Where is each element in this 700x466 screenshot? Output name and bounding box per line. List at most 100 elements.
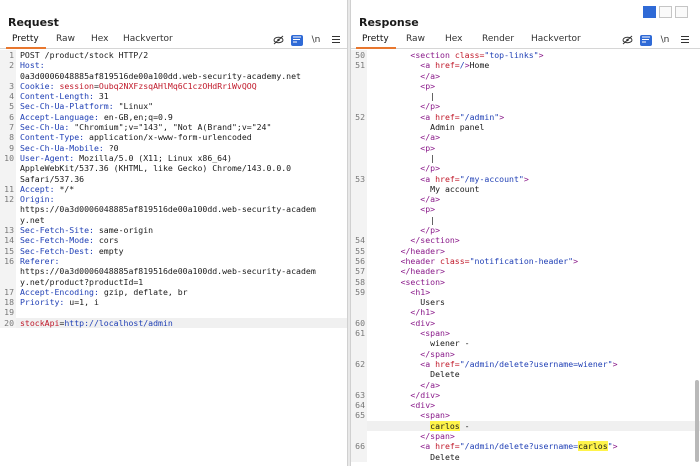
code-token: y.net/product?productId=1 [20,276,144,287]
line-number: 18 [0,297,16,308]
line-number [351,122,367,133]
response-tab-pretty[interactable]: Pretty [362,34,389,44]
line-content: Origin: [20,194,55,204]
line-number [351,307,367,318]
request-tab-pretty[interactable]: Pretty [12,34,39,44]
line-content: <section> [371,277,445,287]
line-number: 19 [0,307,16,318]
code-token: 0a3d0006048885af819516de00a100dd.web-sec… [20,70,301,81]
line-content: Cookie: session=Oubq2NXFzsqAHlMq6C1czOHd… [20,81,257,91]
line-number: 15 [0,245,16,256]
code-line: 60 <div> [351,317,700,329]
wrap-icon[interactable] [640,35,652,46]
code-line: </a> [351,132,700,143]
line-number [351,369,367,380]
code-token: gzip, deflate, br [103,286,188,297]
line-content: <section class="top-links"> [371,50,543,60]
line-number: 66 [351,441,367,452]
code-token: same-origin [98,225,154,236]
code-line: 16 Referer: [0,255,347,267]
line-number [0,163,16,174]
line-content: 0a3d0006048885af819516de00a100dd.web-sec… [20,71,301,81]
code-token: <p> [371,80,436,91]
code-token: class= [440,255,470,266]
line-content: y.net [20,215,45,225]
wrap-icon[interactable] [291,35,303,46]
line-number: 62 [351,358,367,370]
code-token: <a [371,60,436,71]
request-tab-hex[interactable]: Hex [91,34,109,44]
request-tab-raw[interactable]: Raw [56,34,75,44]
line-number: 65 [351,410,367,421]
line-number: 13 [0,225,16,236]
response-tab-raw[interactable]: Raw [406,34,425,44]
code-line: 58 <section> [351,276,700,287]
line-content: <div> [371,318,435,328]
menu-icon[interactable] [679,35,691,46]
code-token: "/admin/delete?username= [459,441,579,452]
code-token: Users [371,297,445,308]
code-token: <a [371,173,436,184]
line-content: <p> [371,143,435,153]
layout-side-by-side-button[interactable] [643,6,656,18]
line-content: Safari/537.36 [20,174,84,184]
code-line: <p> [351,80,700,92]
layout-stacked-button[interactable] [659,6,672,18]
line-number: 64 [351,400,367,411]
code-token: Referer: [20,255,60,266]
newline-icon[interactable]: \n [660,35,670,45]
code-token: */* [59,183,75,194]
line-number: 8 [0,132,16,143]
code-token: "Chromium";v="143", "Not A(Brand";v="24" [74,122,272,133]
code-token: "/admin/delete?username=wiener" [459,358,613,369]
code-line: https://0a3d0006048885af819516de00a100dd… [0,266,347,277]
line-number [0,70,16,81]
code-line: 52 <a href="/admin"> [351,111,700,123]
code-token: <span> [371,410,450,421]
line-number: 16 [0,255,16,267]
line-content: </a> [371,194,440,204]
line-content: https://0a3d0006048885af819516de00a100dd… [20,266,316,276]
menu-icon[interactable] [330,35,342,46]
eye-off-icon[interactable] [621,35,633,46]
pane-divider[interactable] [347,0,351,466]
code-token: " [607,441,613,452]
code-line: 61 <span> [351,328,700,339]
line-number: 14 [0,235,16,246]
line-content: <span> [371,410,450,420]
line-content: Sec-Fetch-Dest: empty [20,246,124,256]
response-scrollbar[interactable] [695,380,699,462]
line-content: | [371,91,435,101]
line-content: y.net/product?productId=1 [20,277,143,287]
line-content: Delete [371,452,460,462]
code-token: Sec-Ch-Ua: [20,122,75,133]
code-token: Sec-Ch-Ua-Platform: [20,101,119,112]
response-tab-hex[interactable]: Hex [445,34,463,44]
line-number [351,194,367,205]
line-number: 20 [0,317,16,329]
layout-tabs-button[interactable] [675,6,688,18]
response-tab-hackvertor[interactable]: Hackvertor [531,34,581,44]
line-number: 10 [0,152,16,164]
response-tab-render[interactable]: Render [482,34,515,44]
code-token: "/admin" [459,111,500,122]
code-token: Priority: [20,297,70,308]
code-line: 63 </div> [351,389,700,401]
line-number: 55 [351,245,367,256]
code-line: </span> [351,348,700,359]
response-editor[interactable]: 50 <section class="top-links">51 <a href… [351,50,700,462]
request-tab-hackvertor[interactable]: Hackvertor [123,34,173,44]
code-token: My account [371,183,480,194]
code-token: </a> [371,194,441,205]
eye-off-icon[interactable] [272,35,284,46]
code-line: </p> [351,101,700,112]
line-number [351,132,367,143]
newline-icon[interactable]: \n [311,35,321,45]
